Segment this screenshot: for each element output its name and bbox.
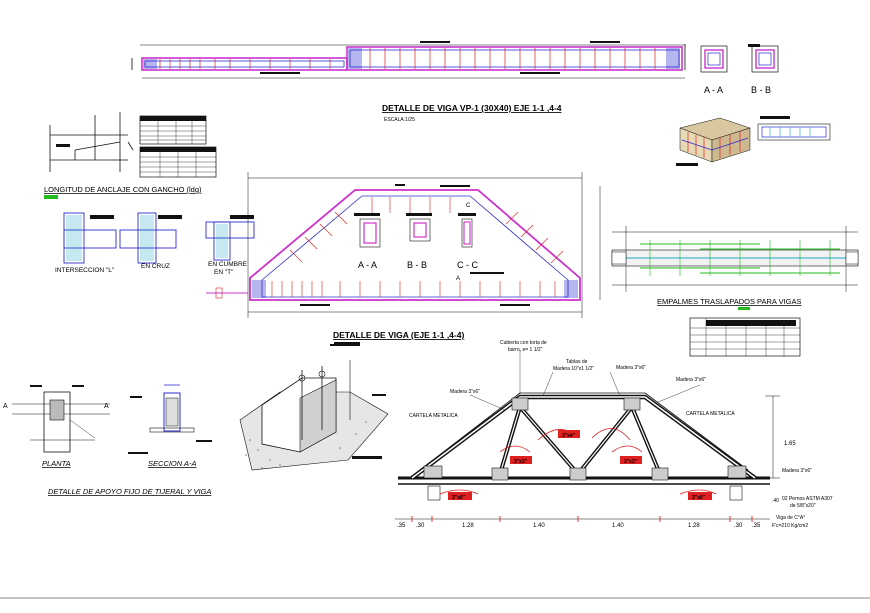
truss-pernos-2: de 5/8"x20"	[790, 503, 816, 509]
truss-cubierta-1: Cubierta con torta de	[500, 340, 547, 346]
main-section-b-label: B - B	[407, 260, 427, 270]
truss-madera-right: Madera 3"x6"	[782, 468, 812, 474]
truss-dim-5: 1.28	[688, 523, 700, 529]
seccion-label: SECCION A-A	[148, 459, 196, 468]
planta-cut-a-right: A	[104, 403, 109, 410]
intersection-l-label: INTERSECCION "L"	[55, 267, 115, 274]
anchorage-table	[139, 115, 217, 178]
vp1-title: DETALLE DE VIGA VP-1 (30X40) EJE 1-1 ,4-…	[382, 103, 562, 113]
main-beam-title: DETALLE DE VIGA (EJE 1-1 ,4-4)	[333, 330, 464, 340]
truss-side-dim: .40	[772, 498, 779, 504]
intersection-t	[205, 215, 255, 261]
beam-main-sections	[354, 213, 476, 248]
truss-dim-1: .30	[416, 523, 425, 529]
main-marker-c: C	[466, 203, 471, 209]
truss-tablas-1: Tablas de	[566, 359, 588, 365]
truss-viga-1: Viga de C°A°	[776, 515, 805, 521]
intersection-cross-label: EN CRUZ	[141, 263, 170, 270]
planta-label: PLANTA	[42, 459, 71, 468]
support-title: DETALLE DE APOYO FIJO DE TIJERAL Y VIGA	[48, 487, 211, 496]
truss-dim-2: 1.28	[462, 523, 474, 529]
truss-dim-3: 1.40	[533, 523, 545, 529]
truss-dim-6: .30	[734, 523, 743, 529]
splices-table	[689, 317, 801, 357]
anchorage-green-mark	[44, 195, 58, 199]
beam-isometric	[676, 117, 751, 166]
main-section-a-label: A - A	[358, 260, 377, 270]
intersection-t-label-1: EN CUMBRE	[208, 261, 248, 268]
truss-viga-2: F'c=210 Kg/cm2	[772, 523, 808, 529]
red-tag-3: 3"x3"	[624, 459, 638, 465]
main-section-c-label: C - C	[457, 260, 478, 270]
intersection-l	[63, 212, 117, 264]
intersection-cross	[119, 212, 182, 264]
planta-cut-a-left: A	[3, 403, 8, 410]
vp1-section-a-label: A - A	[704, 85, 723, 95]
truss-dim-0: .35	[397, 523, 406, 529]
anchorage-title: LONGITUD DE ANCLAJE CON GANCHO (ldg)	[44, 185, 202, 194]
truss-cartela-left: CARTELA METALICA	[409, 413, 458, 419]
red-tag-2: 3"x3"	[514, 459, 528, 465]
main-marker-a: A	[456, 276, 460, 282]
red-tag-1: 3"x4"	[562, 433, 576, 439]
truss-cubierta-2: barro, e= 1 1/2"	[508, 347, 543, 353]
beam-vp1-elevation	[131, 41, 686, 79]
beam-isometric-section	[757, 116, 831, 141]
main-beam-scale-tag	[334, 342, 360, 345]
truss-frame	[395, 350, 780, 522]
splices-title: EMPALMES TRASLAPADOS PARA VIGAS	[657, 297, 802, 306]
red-tag-5: 3"x6"	[692, 495, 706, 501]
truss-madera-top-left: Madera 3"x6"	[450, 389, 480, 395]
splices-detail	[611, 226, 859, 292]
splices-green-mark	[738, 307, 750, 310]
truss-dim-4: 1.40	[612, 523, 624, 529]
truss-tablas-2: Madera 10"x1 1/2"	[553, 366, 594, 372]
red-tag-4: 3"x6"	[452, 495, 466, 501]
support-3d-footing	[239, 344, 389, 471]
truss-height-dim: 1.65	[784, 441, 796, 447]
truss-cartela-right: CARTELA METALICA	[686, 411, 735, 417]
truss-dim-7: .35	[752, 523, 761, 529]
truss-madera-mid: Madera 3"x6"	[676, 377, 706, 383]
support-planta	[12, 385, 110, 453]
truss-madera-top-right: Madera 3"x6"	[616, 365, 646, 371]
intersection-t-label-2: EN "T"	[214, 269, 234, 276]
anchorage-tag	[56, 144, 70, 147]
vp1-section-b-label: B - B	[751, 85, 771, 95]
support-seccion	[128, 384, 212, 454]
beam-vp1-sections	[700, 44, 779, 73]
truss-red-tags	[448, 430, 712, 500]
vp1-scale: ESCALA:1/25	[384, 117, 415, 123]
truss-pernos-1: 02 Pernos ASTM A307	[782, 496, 833, 502]
beam-main-elevation	[206, 172, 601, 318]
anchorage-detail	[49, 112, 134, 172]
